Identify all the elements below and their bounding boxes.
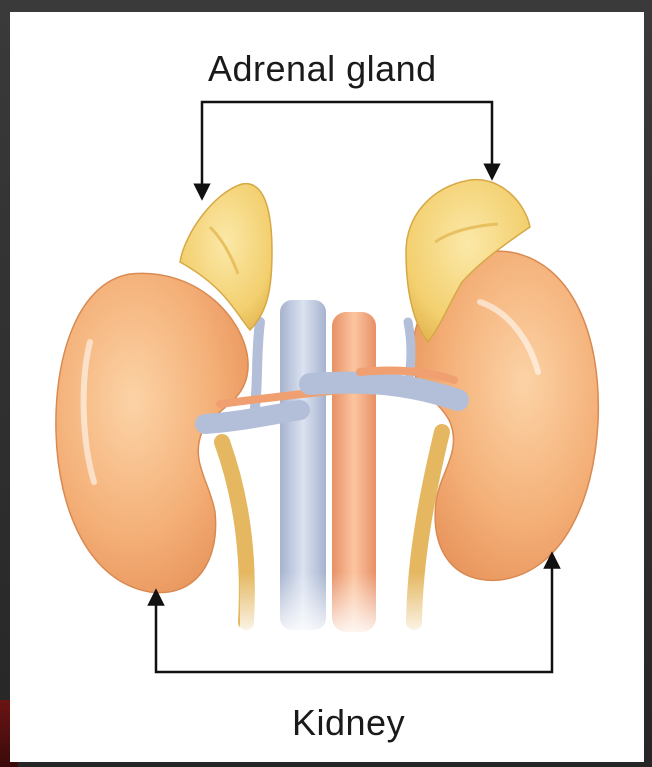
kidney-label: Kidney <box>292 702 405 744</box>
diagram-panel: Adrenal gland Kidney <box>10 12 644 762</box>
kidney-adrenal-diagram <box>10 12 644 762</box>
adrenal-gland-label: Adrenal gland <box>208 48 437 90</box>
adrenal-pointer-line <box>202 102 492 192</box>
